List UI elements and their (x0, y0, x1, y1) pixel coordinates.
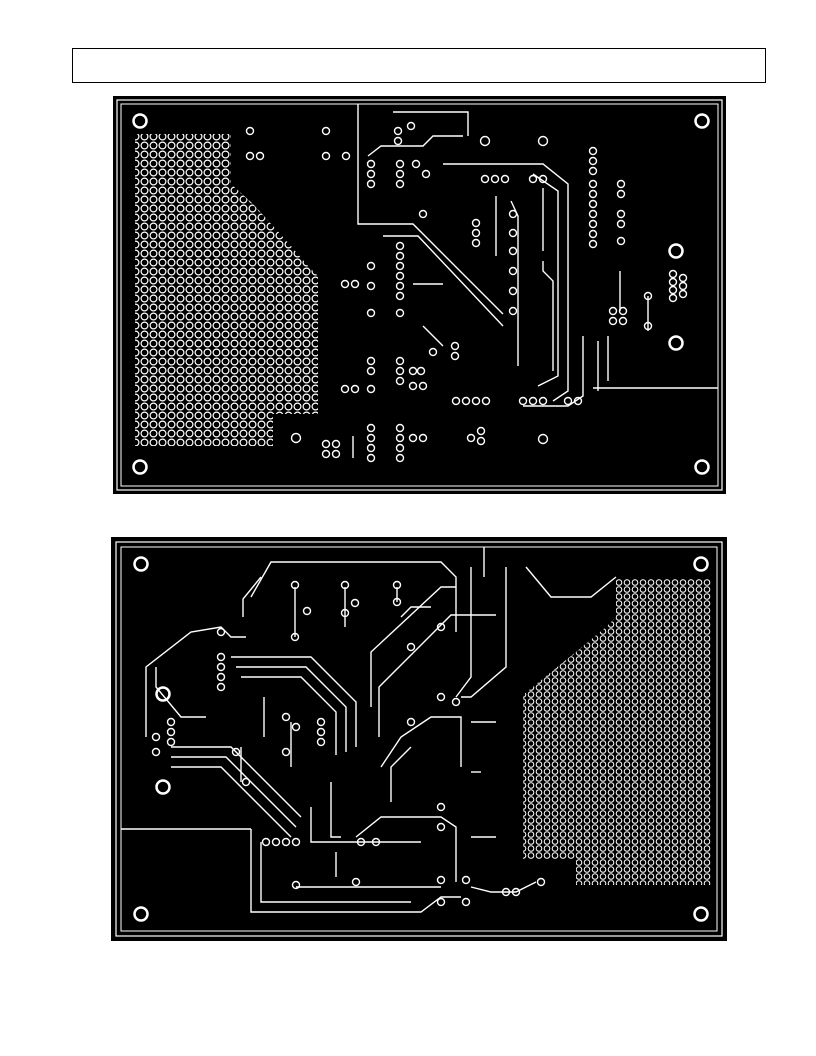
pcb-bottom-layer-image (111, 537, 727, 941)
mounting-hole (694, 113, 710, 129)
pcb-top-layer-art (116, 99, 723, 491)
header-box (72, 48, 766, 83)
pcb-top-layer-image (113, 96, 726, 494)
pcb-bottom-layer-art (115, 541, 723, 937)
mounting-hole (132, 459, 148, 475)
header-text (73, 49, 765, 65)
mounting-hole (694, 459, 710, 475)
mounting-hole (132, 113, 148, 129)
